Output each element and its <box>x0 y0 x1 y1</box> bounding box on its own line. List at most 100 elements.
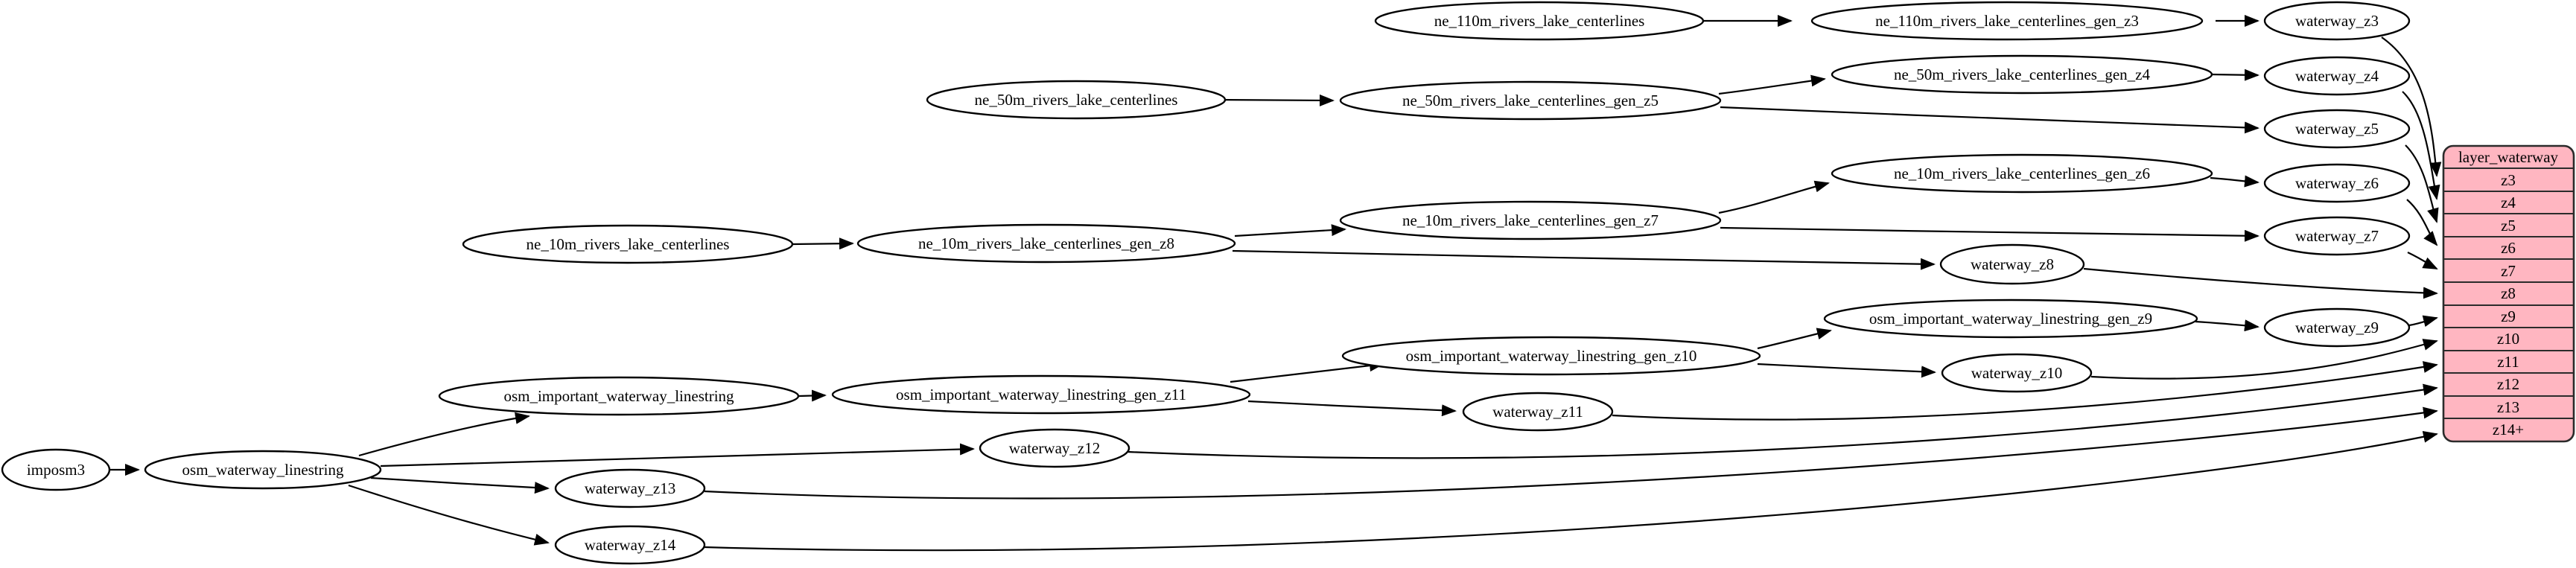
node-waterway_z4: waterway_z4 <box>2263 56 2411 96</box>
edge-ne_10m-gen_z8 <box>792 237 854 250</box>
edge-osm_important_waterway_linestring-gen_z11 <box>798 389 827 402</box>
osm_important_waterway_linestring_gen_z10-ellipse <box>1341 336 1761 376</box>
osm_waterway_linestring-ellipse <box>144 450 382 490</box>
node-waterway_z14: waterway_z14 <box>554 525 706 565</box>
node-label: ne_10m_rivers_lake_centerlines_gen_z8 <box>918 234 1174 252</box>
node-waterway_z12: waterway_z12 <box>979 428 1130 468</box>
edge-waterway_z14-record_z14 <box>704 430 2438 552</box>
record-row-z12: z12 <box>2497 375 2519 393</box>
node-osm_important_waterway_linestring: osm_important_waterway_linestring <box>438 376 800 416</box>
imposm3-ellipse <box>1 448 111 491</box>
node-waterway_z10: waterway_z10 <box>1941 353 2093 393</box>
node-label: waterway_z9 <box>2295 319 2379 336</box>
edge-waterway_z13-record_z13 <box>704 406 2438 500</box>
node-imposm3: imposm3 <box>1 448 111 491</box>
node-label: ne_10m_rivers_lake_centerlines_gen_z6 <box>1894 165 2150 182</box>
edge-gen_z8-waterway_z8 <box>1232 249 1936 270</box>
edge-waterway_z11-record_z11 <box>1612 361 2438 421</box>
record-row-z3: z3 <box>2501 171 2516 189</box>
edge-gen_z4-waterway_z4 <box>2211 68 2259 81</box>
node-ne_110m_rivers_lake_centerlines_gen_z3: ne_110m_rivers_lake_centerlines_gen_z3 <box>1810 1 2204 41</box>
edge-waterway_z6-record_z6 <box>2406 199 2438 246</box>
node-label: ne_10m_rivers_lake_centerlines <box>527 235 730 253</box>
ne_50m_rivers_lake_centerlines-ellipse <box>926 80 1227 120</box>
edge-osm_waterway_linestring-waterway_z14 <box>348 484 550 546</box>
node-label: osm_waterway_linestring <box>182 461 344 479</box>
node-label: osm_important_waterway_linestring_gen_z1… <box>896 386 1186 403</box>
record-row-z7: z7 <box>2501 262 2516 280</box>
node-label: osm_important_waterway_linestring <box>503 387 734 405</box>
record-row-z6: z6 <box>2501 239 2516 257</box>
edge-gen_z8-gen_z7 <box>1234 224 1346 237</box>
edge-gen_z11-waterway_z11 <box>1247 400 1457 417</box>
edge-waterway_z12-record_z12 <box>1128 383 2438 459</box>
edge-waterway_z10-record_z10 <box>2090 339 2438 380</box>
node-label: waterway_z12 <box>1009 439 1100 457</box>
node-label: waterway_z6 <box>2295 174 2379 192</box>
osm_important_waterway_linestring_gen_z11-ellipse <box>831 374 1251 415</box>
waterway_z7-ellipse <box>2263 216 2411 256</box>
edge-osm_waterway_linestring-osm_important_waterway_linestring <box>358 412 530 457</box>
ne_50m_rivers_lake_centerlines_gen_z4-ellipse <box>1831 54 2213 95</box>
node-label: waterway_z4 <box>2295 67 2379 85</box>
node-label: waterway_z10 <box>1971 364 2062 382</box>
record-row-z10: z10 <box>2497 330 2519 348</box>
node-label: ne_50m_rivers_lake_centerlines <box>975 91 1178 109</box>
layer_waterway-title: layer_waterway <box>2458 148 2559 166</box>
node-waterway_z6: waterway_z6 <box>2263 163 2411 203</box>
node-label: ne_50m_rivers_lake_centerlines_gen_z4 <box>1894 66 2151 83</box>
node-ne_10m_rivers_lake_centerlines_gen_z8: ne_10m_rivers_lake_centerlines_gen_z8 <box>856 223 1236 264</box>
node-ne_50m_rivers_lake_centerlines: ne_50m_rivers_lake_centerlines <box>926 80 1227 120</box>
node-waterway_z5: waterway_z5 <box>2263 109 2411 149</box>
record-row-z9: z9 <box>2501 307 2516 325</box>
ne_50m_rivers_lake_centerlines_gen_z5-ellipse <box>1339 80 1722 121</box>
node-label: waterway_z8 <box>1971 255 2054 273</box>
node-label: ne_110m_rivers_lake_centerlines <box>1434 12 1645 30</box>
node-label: osm_important_waterway_linestring_gen_z9 <box>1869 310 2152 328</box>
layer_waterway-frame <box>2442 144 2575 443</box>
node-osm_important_waterway_linestring_gen_z10: osm_important_waterway_linestring_gen_z1… <box>1341 336 1761 376</box>
node-label: waterway_z11 <box>1492 403 1583 421</box>
edge-gen_z5-gen_z4 <box>1718 74 1826 95</box>
waterway_z6-ellipse <box>2263 163 2411 203</box>
record-row-z5: z5 <box>2501 217 2516 234</box>
waterway_z8-ellipse <box>1939 243 2085 285</box>
node-label: waterway_z7 <box>2295 227 2379 245</box>
waterway_z5-ellipse <box>2263 109 2411 149</box>
edge-gen_z7-waterway_z7 <box>1720 226 2259 242</box>
edge-gen_z11-gen_z10 <box>1230 360 1384 383</box>
edge-waterway_z4-record_z4 <box>2402 91 2440 200</box>
node-label: waterway_z3 <box>2295 12 2379 30</box>
waterway_z10-ellipse <box>1941 353 2093 393</box>
node-waterway_z8: waterway_z8 <box>1939 243 2085 285</box>
edge-gen_z6-waterway_z6 <box>2210 175 2259 188</box>
node-ne_10m_rivers_lake_centerlines_gen_z6: ne_10m_rivers_lake_centerlines_gen_z6 <box>1831 153 2213 194</box>
edge-waterway_z9-record_z9 <box>2408 315 2438 328</box>
node-ne_50m_rivers_lake_centerlines_gen_z4: ne_50m_rivers_lake_centerlines_gen_z4 <box>1831 54 2213 95</box>
waterway_z4-ellipse <box>2263 56 2411 96</box>
edge-gen_z10-waterway_z10 <box>1757 363 1936 378</box>
node-osm_waterway_linestring: osm_waterway_linestring <box>144 450 382 490</box>
node-label: ne_110m_rivers_lake_centerlines_gen_z3 <box>1875 12 2139 30</box>
node-label: waterway_z13 <box>585 479 675 497</box>
node-osm_important_waterway_linestring_gen_z9: osm_important_waterway_linestring_gen_z9 <box>1823 299 2198 339</box>
node-label: imposm3 <box>27 461 85 479</box>
node-ne_50m_rivers_lake_centerlines_gen_z5: ne_50m_rivers_lake_centerlines_gen_z5 <box>1339 80 1722 121</box>
node-waterway_z11: waterway_z11 <box>1462 392 1614 432</box>
node-label: ne_50m_rivers_lake_centerlines_gen_z5 <box>1402 92 1659 109</box>
node-ne_10m_rivers_lake_centerlines: ne_10m_rivers_lake_centerlines <box>462 224 794 264</box>
node-layer_waterway: layer_waterway z3 z4 z5 z6 z7 z8 z9 z10 … <box>2442 144 2575 443</box>
edge-waterway_z7-record_z7 <box>2407 252 2438 269</box>
edge-waterway_z3-record_z3 <box>2381 36 2442 177</box>
edge-gen_z7-gen_z6 <box>1718 180 1830 214</box>
node-waterway_z9: waterway_z9 <box>2263 307 2411 348</box>
node-ne_10m_rivers_lake_centerlines_gen_z7: ne_10m_rivers_lake_centerlines_gen_z7 <box>1339 200 1722 240</box>
waterway_z3-ellipse <box>2263 1 2411 41</box>
node-waterway_z7: waterway_z7 <box>2263 216 2411 256</box>
ne_110m_rivers_lake_centerlines-ellipse <box>1374 1 1705 41</box>
edge-group <box>109 15 2442 552</box>
edge-osm_waterway_linestring-waterway_z12 <box>380 443 975 468</box>
record-row-z14plus: z14+ <box>2493 421 2524 438</box>
